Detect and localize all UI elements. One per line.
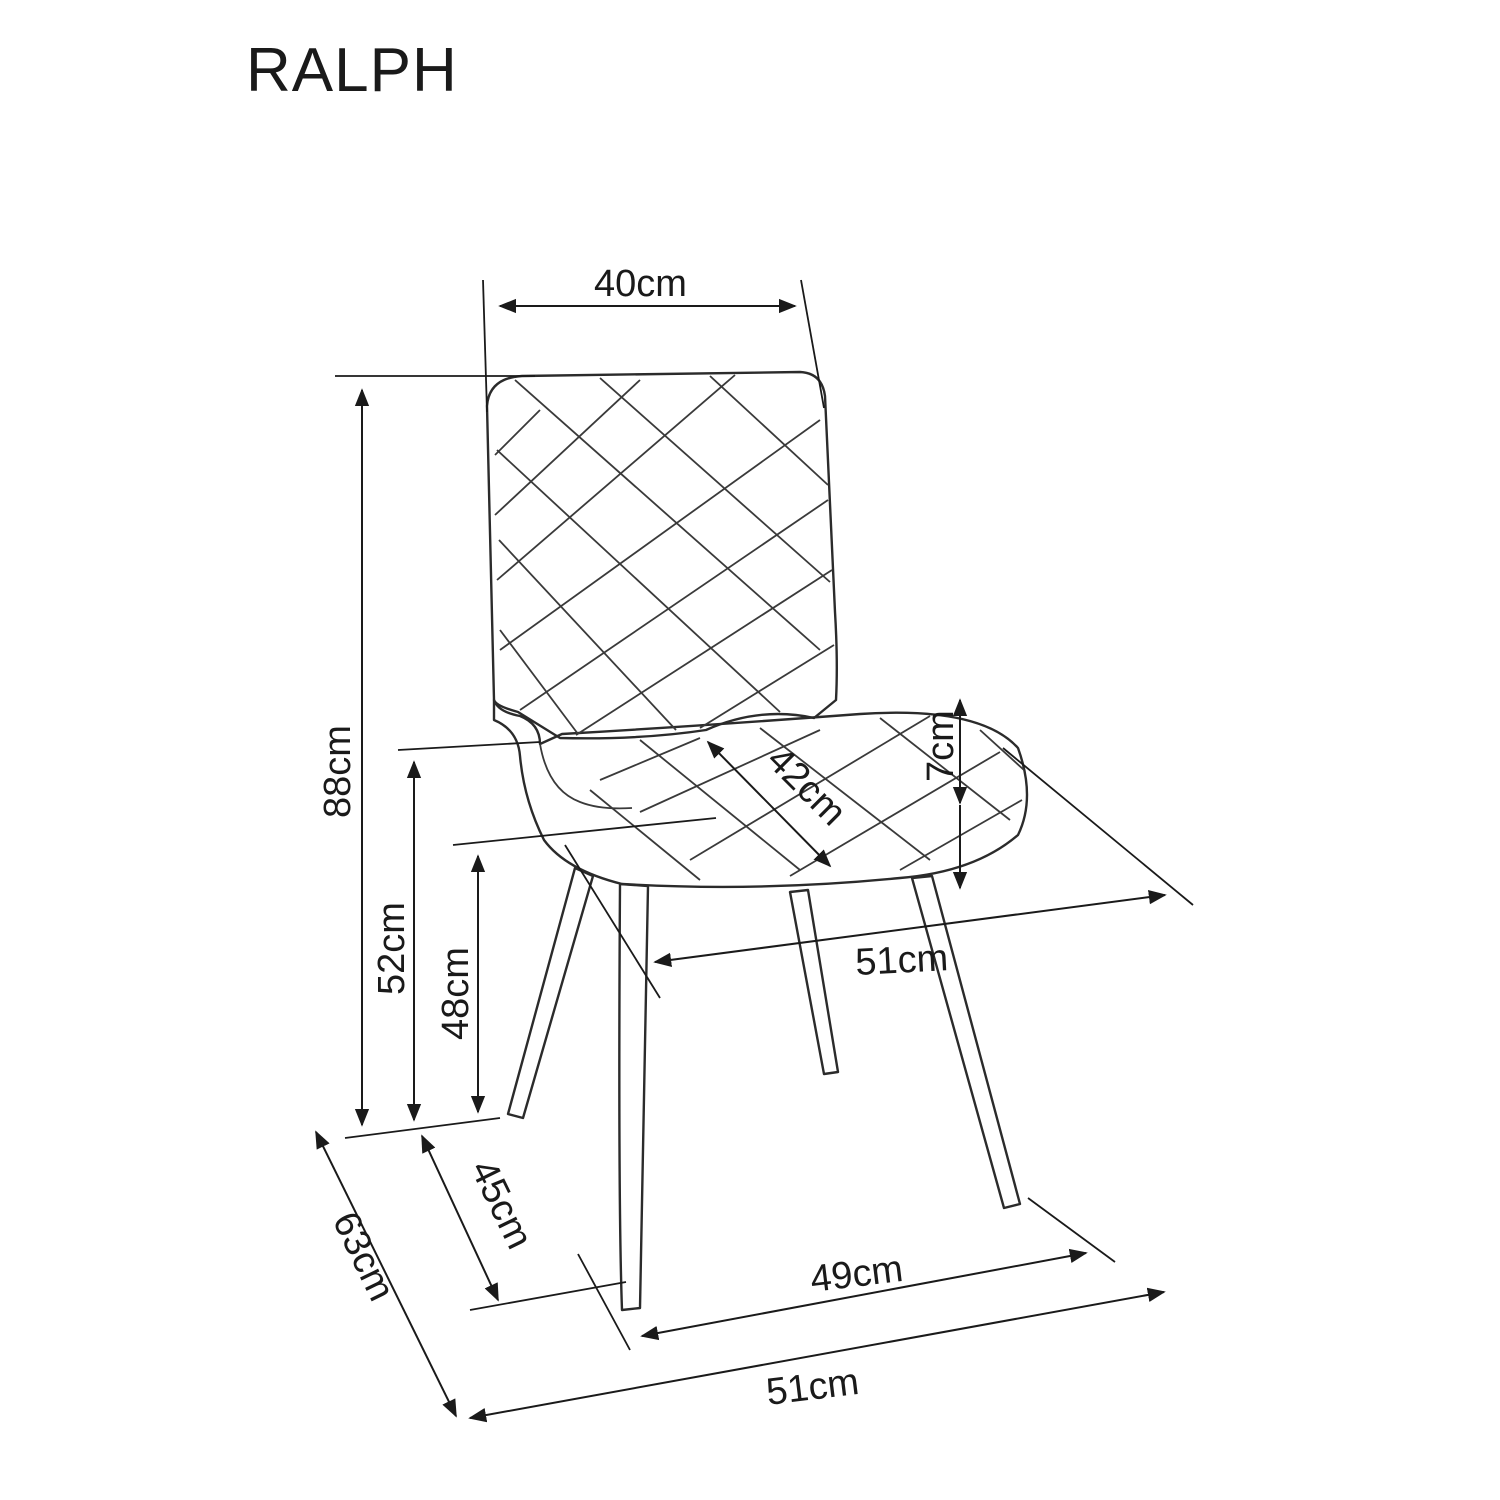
label-seat-height: 48cm <box>435 947 477 1040</box>
leg-front-left <box>506 866 595 1120</box>
label-seat-width: 51cm <box>854 937 949 984</box>
chair-illustration <box>485 370 1029 1312</box>
label-total-depth: 63cm <box>324 1206 402 1308</box>
leg-front-right <box>618 882 650 1312</box>
leg-back-right <box>910 874 1022 1210</box>
chair-backrest <box>485 370 838 740</box>
label-leg-depth: 45cm <box>462 1154 540 1256</box>
backrest-quilting <box>494 374 835 736</box>
label-cushion-thickness: 7cm <box>920 710 962 782</box>
label-armrest-height: 52cm <box>371 902 413 995</box>
dimension-lines <box>315 279 1194 1423</box>
leg-back-left <box>788 888 840 1076</box>
product-title: RALPH <box>246 36 458 105</box>
chair-legs <box>506 866 1022 1312</box>
label-total-width: 51cm <box>764 1361 861 1414</box>
label-total-height: 88cm <box>317 725 359 818</box>
chair-seat <box>492 698 1029 889</box>
label-backrest-width: 40cm <box>594 263 687 305</box>
label-seat-depth: 42cm <box>759 739 854 834</box>
label-leg-width: 49cm <box>808 1248 905 1301</box>
